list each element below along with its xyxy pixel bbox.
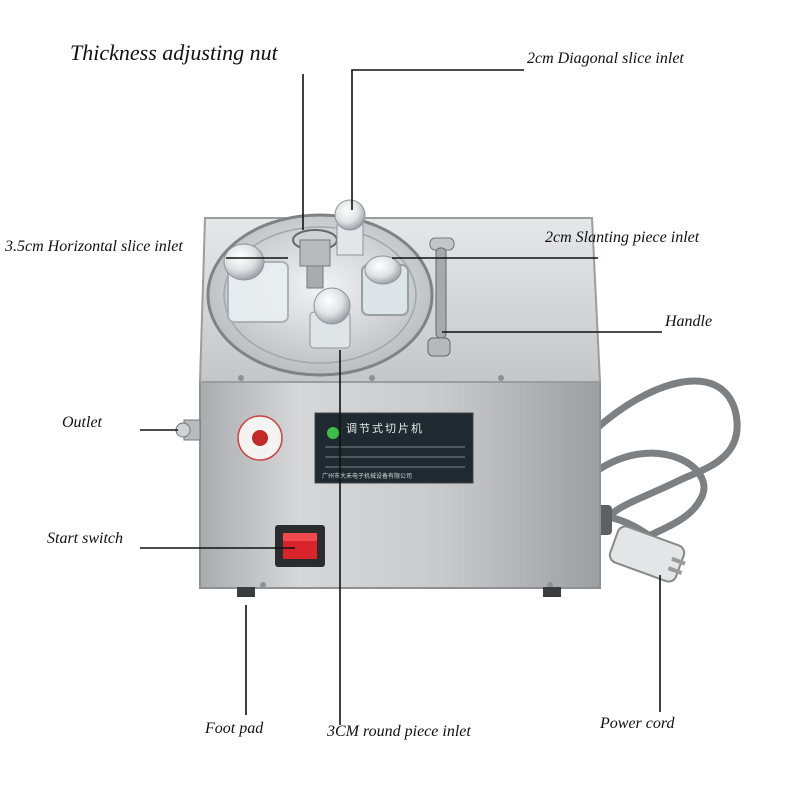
round-piece-inlet — [309, 287, 351, 349]
label-outlet: Outlet — [62, 414, 102, 431]
label-handle: Handle — [665, 313, 713, 330]
nameplate — [314, 412, 474, 484]
label-slanting-piece-inlet: 2cm Slanting piece inlet — [545, 229, 700, 246]
label-round-piece-inlet: 3CM round piece inlet — [327, 723, 471, 740]
power-cord — [591, 377, 741, 549]
label-horizontal-slice-inlet: 3.5cm Horizontal slice inlet — [5, 238, 183, 255]
nameplate-title: 调节式切片机 — [346, 422, 424, 435]
nameplate-footer: 广州市大禾电子机械设备有限公司 — [322, 473, 413, 480]
outlet — [175, 419, 201, 441]
foot-pad-left — [237, 587, 255, 597]
diagonal-slice-inlet — [334, 199, 366, 256]
horizontal-slice-inlet — [223, 243, 289, 323]
label-foot-pad: Foot pad — [205, 720, 264, 737]
slanting-piece-inlet — [361, 255, 409, 316]
thickness-adjusting-nut — [292, 229, 338, 289]
power-plug — [590, 505, 686, 583]
label-thickness-adjusting-nut: Thickness adjusting nut — [70, 40, 278, 65]
start-switch[interactable] — [275, 525, 325, 567]
label-start-switch: Start switch — [47, 530, 124, 547]
foot-pad-right — [543, 587, 561, 597]
brand-sticker — [237, 415, 283, 461]
label-power-cord: Power cord — [600, 715, 675, 732]
handle — [427, 237, 455, 357]
leader-lines — [140, 69, 662, 725]
label-diagonal-slice-inlet: 2cm Diagonal slice inlet — [527, 50, 684, 67]
machine-body — [199, 379, 601, 589]
